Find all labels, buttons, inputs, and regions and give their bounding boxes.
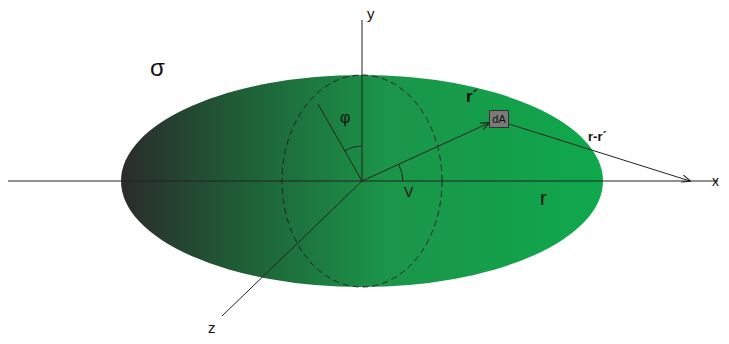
angle-ray [318,104,362,181]
axis-label: y [367,6,375,21]
v-arc [399,165,403,181]
phi-arc [344,146,362,151]
vector-label: r [540,188,547,208]
surface-symbol: σ [150,56,165,80]
position-vector [362,123,489,181]
angle-label: φ [340,110,350,126]
difference-vector [509,124,690,181]
element-label: dA [492,114,505,125]
axis-label: x [712,174,719,188]
vector-label: r´ [466,88,478,105]
vector-label: r-r´ [588,130,607,143]
z-axis [222,181,362,316]
y-axis [362,20,363,181]
angle-label: V [404,185,413,199]
axis-label: z [208,320,216,335]
area-element: dA [489,110,509,128]
